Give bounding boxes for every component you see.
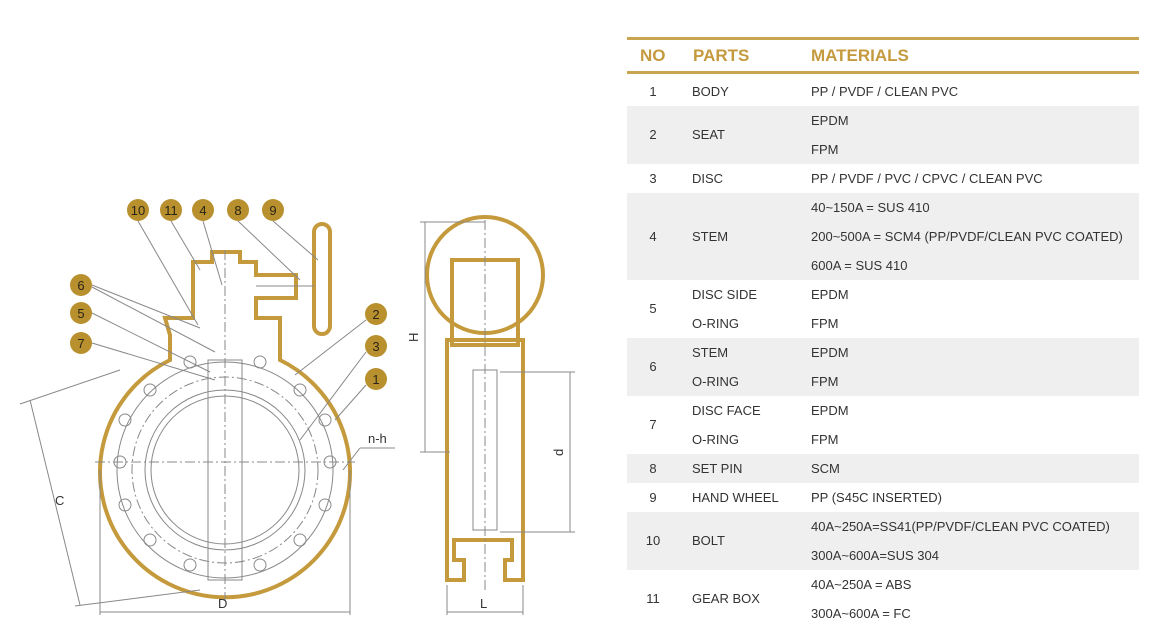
front-view-outline <box>98 222 352 600</box>
svg-text:5: 5 <box>77 306 84 321</box>
row-number: 2 <box>649 127 657 142</box>
part-name: HAND WHEEL <box>692 489 779 505</box>
row-number: 11 <box>646 591 660 606</box>
table-row: 2 SEAT EPDM FPM <box>627 106 1139 164</box>
callout-9: 9 <box>262 199 284 221</box>
material: PP / PVDF / PVC / CPVC / CLEAN PVC <box>811 171 1043 186</box>
svg-text:11: 11 <box>164 203 178 218</box>
callouts: 10 11 4 8 9 6 5 7 2 3 1 <box>70 199 387 390</box>
callout-2: 2 <box>365 303 387 325</box>
material: FPM <box>811 142 839 157</box>
bolt-holes <box>113 355 337 572</box>
material: EPDM <box>811 287 849 302</box>
material: EPDM <box>811 403 849 418</box>
table-row: 3 DISC PP / PVDF / PVC / CPVC / CLEAN PVC <box>627 164 1139 193</box>
side-view-lines <box>420 220 575 615</box>
part-name: BOLT <box>692 533 725 548</box>
part-name: BODY <box>692 83 729 99</box>
callout-6: 6 <box>70 274 92 296</box>
part-name: O-RING <box>692 374 739 389</box>
material: PP / PVDF / CLEAN PVC <box>811 84 959 99</box>
table-row: 8 SET PIN SCM <box>627 454 1139 483</box>
callout-5: 5 <box>70 302 92 324</box>
front-view-lines <box>19 220 395 615</box>
svg-text:4: 4 <box>199 203 206 218</box>
part-name: DISC SIDE <box>692 287 758 302</box>
row-number: 5 <box>649 301 657 316</box>
material: FPM <box>811 432 839 447</box>
material: 300A~600A = FC <box>811 606 911 621</box>
material: SCM <box>811 461 840 476</box>
dim-h: H <box>406 333 421 342</box>
callout-3: 3 <box>365 335 387 357</box>
material: 40~150A = SUS 410 <box>811 200 930 215</box>
part-name: STEM <box>692 228 729 244</box>
dim-c: C <box>55 493 64 508</box>
table-header: NO PARTS MATERIALS <box>627 37 1139 74</box>
part-name: GEAR BOX <box>692 591 760 606</box>
table-row: 5 DISC SIDE O-RING EPDM FPM <box>627 280 1139 338</box>
material: PP (S45C INSERTED) <box>811 490 943 505</box>
svg-text:8: 8 <box>234 203 241 218</box>
row-number: 8 <box>649 460 657 476</box>
material: FPM <box>811 374 839 389</box>
callout-11: 11 <box>160 199 182 221</box>
row-number: 9 <box>649 489 657 505</box>
material: EPDM <box>811 113 849 128</box>
material: 200~500A = SCM4 (PP/PVDF/CLEAN PVC COATE… <box>811 229 1123 244</box>
callout-1: 1 <box>365 368 387 390</box>
table-row: 1 BODY PP / PVDF / CLEAN PVC <box>627 77 1139 106</box>
svg-text:6: 6 <box>77 278 84 293</box>
parts-materials-table: NO PARTS MATERIALS 1 BODY PP / PVDF / CLEA… <box>627 37 1139 628</box>
part-name: STEM <box>692 345 729 360</box>
part-name: O-RING <box>692 432 739 447</box>
table-row: 4 STEM 40~150A = SUS 410 200~500A = SCM4 (P… <box>627 193 1139 280</box>
dim-n-h: n-h <box>368 431 387 446</box>
valve-drawing: 10 11 4 8 9 6 5 7 2 3 1 C D n-h H d L <box>19 199 575 615</box>
part-name: O-RING <box>692 316 739 331</box>
callout-10: 10 <box>127 199 149 221</box>
material: 300A~600A=SUS 304 <box>811 548 939 563</box>
svg-text:2: 2 <box>372 307 379 322</box>
row-number: 1 <box>649 83 657 99</box>
row-number: 4 <box>649 228 657 244</box>
table-row: 10 BOLT 40A~250A=SS41(PP/PVDF/CLEAN PVC CO… <box>627 512 1139 570</box>
part-name: SET PIN <box>692 460 743 476</box>
row-number: 3 <box>649 170 657 186</box>
row-number: 6 <box>649 359 657 374</box>
dim-l: L <box>480 596 487 611</box>
table-row: 9 HAND WHEEL PP (S45C INSERTED) <box>627 483 1139 512</box>
callout-7: 7 <box>70 332 92 354</box>
row-number: 7 <box>649 417 657 432</box>
side-view-outline <box>425 215 545 582</box>
table-row: 6 STEM O-RING EPDM FPM <box>627 338 1139 396</box>
svg-text:10: 10 <box>131 203 145 218</box>
part-name: SEAT <box>692 127 725 142</box>
header-parts: PARTS <box>693 46 750 65</box>
material: 600A = SUS 410 <box>811 258 908 273</box>
svg-text:1: 1 <box>372 372 379 387</box>
callout-4: 4 <box>192 199 214 221</box>
material: EPDM <box>811 345 849 360</box>
table-row: 11 GEAR BOX 40A~250A = ABS 300A~600A = FC <box>627 570 1139 628</box>
header-no: NO <box>640 46 666 65</box>
callout-8: 8 <box>227 199 249 221</box>
part-name: DISC <box>692 170 724 186</box>
material: FPM <box>811 316 839 331</box>
material: 40A~250A = ABS <box>811 577 912 592</box>
svg-text:3: 3 <box>372 339 379 354</box>
svg-text:7: 7 <box>77 336 84 351</box>
dim-d-inner: d <box>551 449 566 456</box>
row-number: 10 <box>645 533 661 548</box>
svg-text:9: 9 <box>269 203 276 218</box>
part-name: DISC FACE <box>692 403 761 418</box>
table-row: 7 DISC FACE O-RING EPDM FPM <box>627 396 1139 454</box>
material: 40A~250A=SS41(PP/PVDF/CLEAN PVC COATED) <box>811 519 1110 534</box>
dim-d-outer: D <box>218 596 227 611</box>
header-materials: MATERIALS <box>811 46 909 65</box>
